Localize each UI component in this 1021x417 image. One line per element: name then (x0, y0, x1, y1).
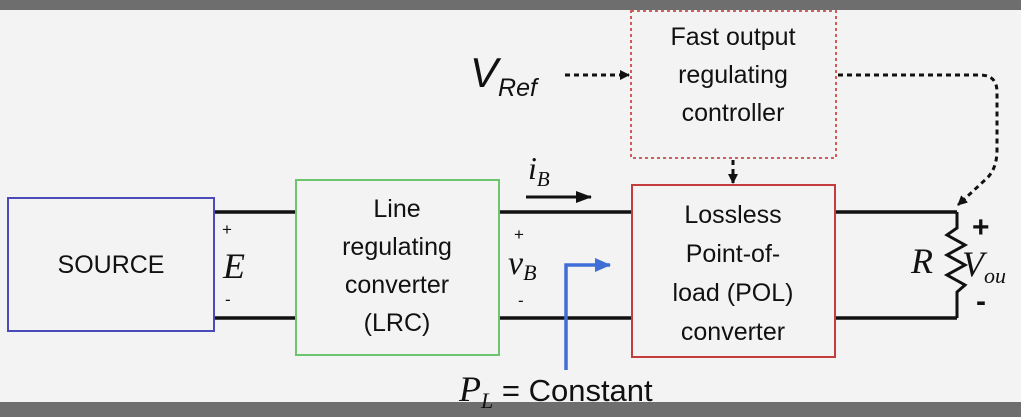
lrc-label: Line regulating converter (LRC) (342, 195, 452, 337)
diagram-background (10, 10, 1021, 402)
lrc-line-2: regulating (342, 233, 452, 261)
bus-voltage-label: vB (508, 245, 537, 285)
bus-voltage-symbol: v (508, 245, 524, 282)
vref-symbol: V (470, 49, 502, 96)
lrc-line-3: converter (345, 271, 449, 299)
load-label: R (910, 241, 933, 281)
bus-current-label: iB (528, 150, 550, 191)
output-minus-sign: - (976, 285, 986, 318)
controller-line-3: controller (682, 99, 785, 127)
output-plus-sign: + (972, 211, 990, 244)
lrc-line-4: (LRC) (364, 309, 431, 337)
lrc-block (295, 179, 500, 356)
pol-label: Lossless Point-of- load (POL) converter (673, 201, 794, 346)
pol-line-2: Point-of- (686, 240, 780, 268)
source-voltage-label: E (222, 246, 245, 286)
power-symbol: P (458, 369, 481, 409)
power-label: PL = Constant (458, 369, 653, 413)
power-subscript: L (480, 388, 493, 413)
pol-line-4: converter (681, 318, 785, 346)
pol-line-3: load (POL) (673, 279, 794, 307)
source-minus-sign: - (225, 290, 231, 309)
controller-line-2: regulating (678, 61, 788, 89)
source-label: SOURCE (58, 251, 165, 279)
controller-label: Fast output regulating controller (670, 23, 795, 127)
output-voltage-label: Vou (962, 244, 1006, 288)
bus-minus-sign: - (518, 291, 524, 310)
vref-label: VRef (470, 49, 540, 102)
source-block (7, 197, 215, 332)
pol-block (631, 184, 836, 358)
lrc-line-1: Line (373, 195, 420, 223)
power-arrow (564, 258, 611, 370)
bus-voltage-subscript: B (523, 260, 536, 285)
output-voltage-subscript: ou (984, 263, 1006, 288)
control-paths (565, 70, 999, 207)
bus-plus-sign: + (514, 225, 524, 244)
bus-current-symbol: i (528, 150, 537, 186)
vref-subscript: Ref (498, 74, 540, 102)
power-text: = Constant (493, 373, 653, 408)
vout-feedback-path (838, 73, 999, 207)
controller-block (630, 10, 837, 159)
source-plus-sign: + (222, 220, 232, 239)
pol-line-1: Lossless (684, 201, 781, 229)
load-resistor (943, 212, 969, 318)
controller-line-1: Fast output (670, 23, 795, 51)
output-voltage-symbol: V (962, 244, 988, 284)
bus-current-subscript: B (537, 167, 550, 191)
